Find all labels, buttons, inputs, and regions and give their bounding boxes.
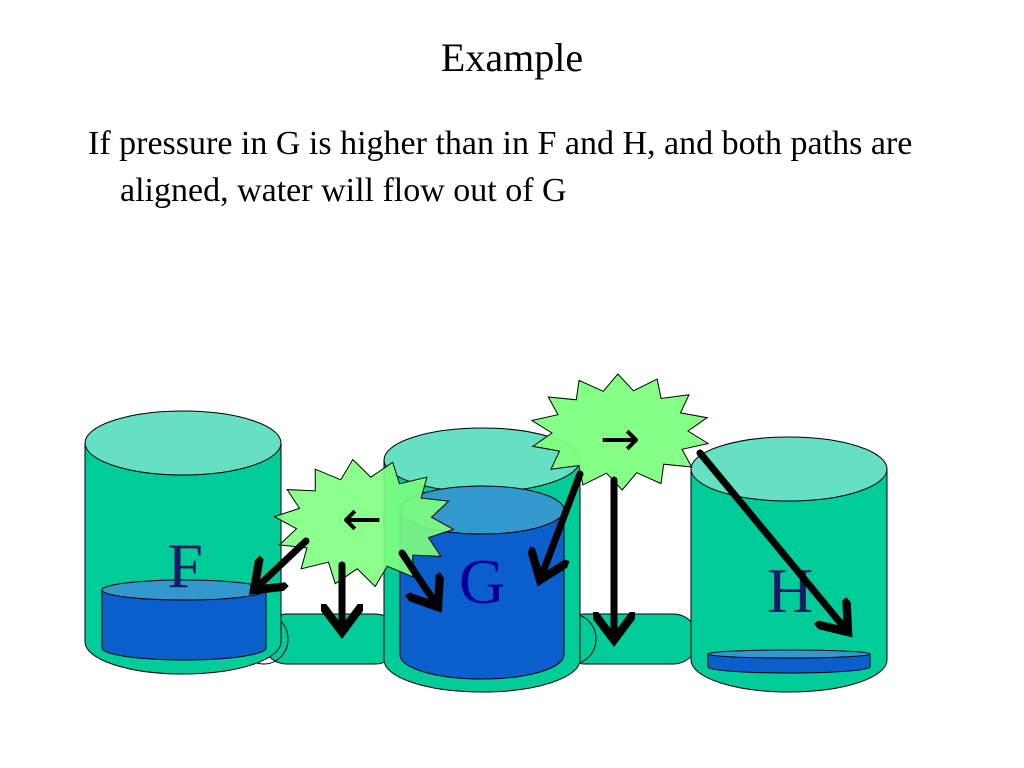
flow-arrow-to-h bbox=[696, 449, 848, 632]
water-f bbox=[101, 579, 267, 661]
valve-right-arrow: → bbox=[600, 411, 640, 467]
slide-body-text: If pressure in G is higher than in F and… bbox=[88, 125, 913, 209]
flow-arrow-into-g-left bbox=[398, 549, 438, 607]
flow-arrow-into-g-right bbox=[540, 470, 584, 580]
slide-title: Example bbox=[440, 35, 584, 80]
valve-left-arrow: ← bbox=[342, 491, 382, 547]
valve-left-starburst: ← bbox=[273, 458, 455, 588]
tank-f: F bbox=[84, 410, 282, 675]
valve-right-starburst: → bbox=[530, 373, 710, 491]
flow-arrow-to-f bbox=[254, 537, 310, 590]
water-h bbox=[707, 649, 871, 674]
tank-f-label: F bbox=[167, 530, 203, 601]
tank-g-label: G bbox=[459, 546, 505, 617]
